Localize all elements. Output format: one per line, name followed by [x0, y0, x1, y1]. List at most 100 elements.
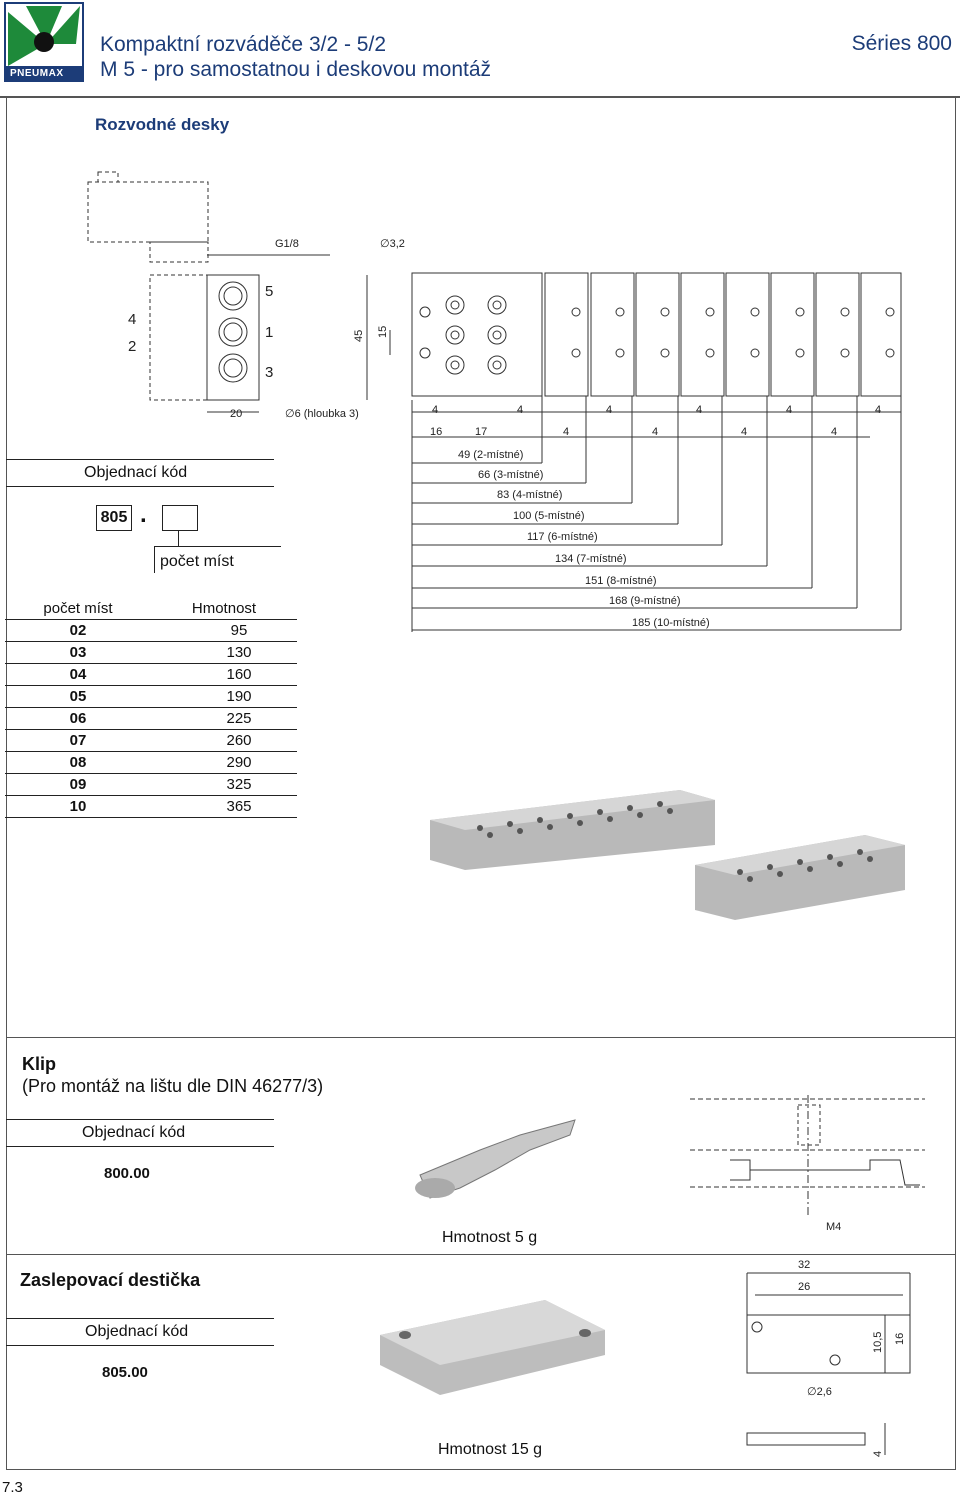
page-number: 7.3	[2, 1479, 23, 1496]
plate-dim-16: 16	[894, 1333, 906, 1345]
title-line-2: M 5 - pro samostatnou i deskovou montáž	[100, 58, 492, 81]
port-3: 3	[265, 364, 273, 381]
dim-4: 4	[875, 404, 881, 416]
order-rule-top	[6, 459, 274, 460]
page-title: Kompaktní rozváděče 3/2 - 5/2 M 5 - pro …	[100, 32, 491, 82]
manifold-title: Rozvodné desky	[95, 115, 230, 134]
port-2: 2	[128, 338, 136, 355]
title-line-1: Kompaktní rozváděče 3/2 - 5/2	[100, 33, 386, 56]
cell-count: 02	[5, 619, 151, 642]
right-frame	[955, 98, 956, 1470]
length-7: 134 (7-místné)	[555, 553, 627, 565]
plate-outline	[746, 1314, 911, 1374]
cell-count: 07	[5, 729, 151, 752]
plate-title: Zaslepovací destička	[20, 1270, 201, 1290]
cell-weight: 260	[151, 729, 297, 752]
series-label: Séries 800	[851, 32, 952, 55]
manifold-drawing: G1/8 ∅3,2 20 ∅6 (hloubka 3) 16 17 4 4 4 …	[87, 171, 902, 632]
depth-note: ∅6 (hloubka 3)	[285, 408, 359, 420]
cell-weight: 160	[151, 663, 297, 686]
length-4: 83 (4-místné)	[497, 489, 562, 501]
plate-order-label: Objednací kód	[85, 1323, 189, 1340]
port-4: 4	[128, 311, 136, 328]
plate-dim-10-5: 10,5	[872, 1332, 884, 1353]
dim-45: 45	[353, 330, 365, 342]
plate-rule-top	[6, 1318, 274, 1319]
plate-dim-4: 4	[872, 1451, 884, 1457]
dim-4: 4	[563, 426, 569, 438]
plate-photo	[380, 1300, 605, 1395]
bottom-frame	[6, 1469, 956, 1470]
dim-16: 16	[430, 426, 442, 438]
dim-4: 4	[696, 404, 702, 416]
modules	[544, 272, 902, 397]
cell-weight: 130	[151, 641, 297, 664]
plate-drawing: 32 26 ∅2,6 10,5 16 4	[746, 1259, 911, 1457]
clip-order-label: Objednací kód	[82, 1124, 186, 1141]
clip-code: 800.00	[104, 1165, 150, 1182]
length-6: 117 (6-místné)	[527, 531, 598, 543]
clip-rule-top	[6, 1119, 274, 1120]
logo-text: PNEUMAX	[10, 68, 64, 79]
clip-weight: Hmotnost 5 g	[442, 1229, 538, 1246]
plate-weight: Hmotnost 15 g	[438, 1441, 543, 1458]
manifold-photo	[430, 790, 905, 920]
cell-weight: 365	[151, 795, 297, 818]
dim-4: 4	[741, 426, 747, 438]
code-slot-label: počet míst	[160, 553, 234, 570]
cell-count: 08	[5, 751, 151, 774]
cell-weight: 290	[151, 751, 297, 774]
plate-dim-26: 26	[798, 1281, 810, 1293]
clip-heading: Klip (Pro montáž na lištu dle DIN 46277/…	[22, 1053, 323, 1097]
cell-count: 04	[5, 663, 151, 686]
length-8: 151 (8-místné)	[585, 575, 657, 587]
cell-count: 09	[5, 773, 151, 796]
plate-rule-bottom	[6, 1345, 274, 1346]
manifold-order-label: Objednací kód	[84, 464, 188, 481]
dim-4: 4	[786, 404, 792, 416]
table-header-row: počet míst Hmotnost	[5, 598, 297, 620]
length-dims	[411, 396, 902, 632]
cell-count: 03	[5, 641, 151, 664]
cell-weight: 225	[151, 707, 297, 730]
dim-4: 4	[831, 426, 837, 438]
port-5: 5	[265, 283, 273, 300]
dim-20: 20	[230, 408, 242, 420]
code-dot: .	[140, 501, 147, 528]
dim-4: 4	[652, 426, 658, 438]
length-3: 66 (3-místné)	[478, 469, 543, 481]
dim-4: 4	[517, 404, 523, 416]
front-block	[411, 272, 543, 397]
clip-rule-bottom	[6, 1146, 274, 1147]
thread-label: G1/8	[275, 238, 299, 250]
code-prefix-box: 805	[96, 505, 132, 531]
cell-count: 06	[5, 707, 151, 730]
clip-title: Klip	[22, 1054, 56, 1074]
port-1: 1	[265, 324, 273, 341]
length-9: 168 (9-místné)	[609, 595, 681, 607]
header-weight: Hmotnost	[151, 598, 297, 620]
logo-graphic	[6, 6, 82, 80]
length-2: 49 (2-místné)	[458, 449, 523, 461]
order-rule-bottom	[6, 486, 274, 487]
cell-weight: 95	[151, 619, 297, 642]
dim-17: 17	[475, 426, 487, 438]
divider-2	[6, 1254, 956, 1255]
cell-weight: 190	[151, 685, 297, 708]
header-count: počet míst	[5, 598, 151, 620]
plate-code: 805.00	[102, 1364, 148, 1381]
dim-4: 4	[606, 404, 612, 416]
dim-4: 4	[432, 404, 438, 416]
length-10: 185 (10-místné)	[632, 617, 710, 629]
dim-15: 15	[377, 326, 389, 338]
clip-drawing: M4	[690, 1095, 925, 1233]
